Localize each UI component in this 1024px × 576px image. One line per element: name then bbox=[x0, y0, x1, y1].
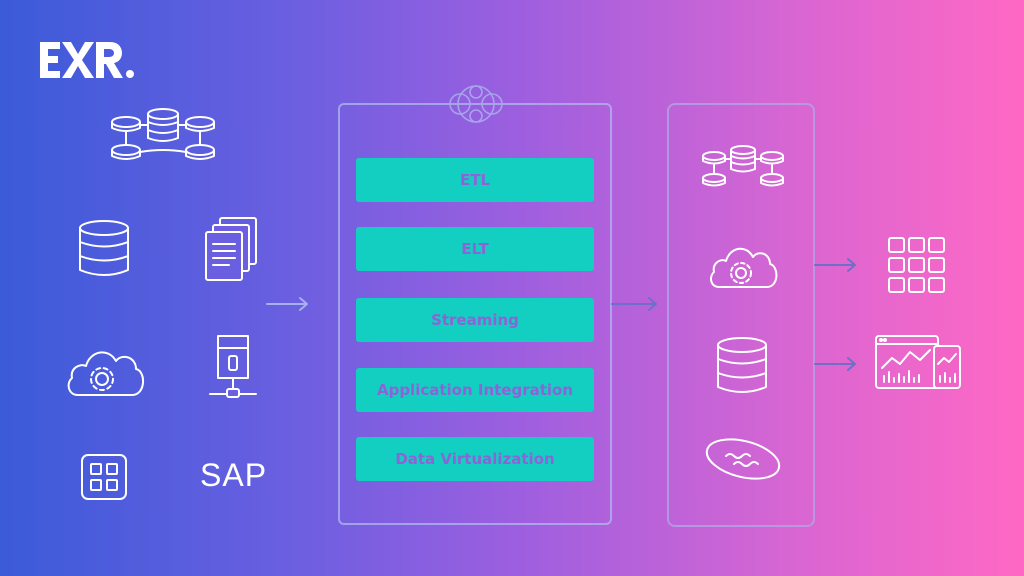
exr-logo bbox=[40, 42, 134, 78]
cloud-gear-icon bbox=[710, 247, 778, 288]
database-cluster-icon bbox=[702, 145, 784, 187]
data-targets-panel bbox=[667, 103, 815, 527]
method-etl: ETL bbox=[356, 158, 594, 202]
data-lake-icon bbox=[705, 438, 781, 480]
integration-badge-icon bbox=[449, 85, 503, 123]
cloud-gear-icon bbox=[67, 351, 144, 396]
grid-dashboard-icon bbox=[888, 237, 945, 293]
arrow-right-icon bbox=[611, 297, 657, 311]
method-application-integration: Application Integration bbox=[356, 368, 594, 412]
analytics-dashboard-icon bbox=[875, 335, 961, 389]
arrow-right-icon bbox=[266, 297, 308, 311]
database-icon bbox=[717, 337, 767, 393]
database-icon bbox=[79, 220, 129, 276]
app-grid-icon bbox=[81, 454, 127, 500]
method-streaming: Streaming bbox=[356, 298, 594, 342]
database-cluster-icon bbox=[111, 108, 215, 160]
sap-label: SAP bbox=[200, 457, 268, 493]
arrow-right-icon bbox=[814, 357, 856, 371]
server-icon bbox=[209, 335, 257, 398]
documents-icon bbox=[205, 217, 257, 281]
method-data-virtualization: Data Virtualization bbox=[356, 437, 594, 481]
arrow-right-icon bbox=[814, 258, 856, 272]
method-elt: ELT bbox=[356, 227, 594, 271]
